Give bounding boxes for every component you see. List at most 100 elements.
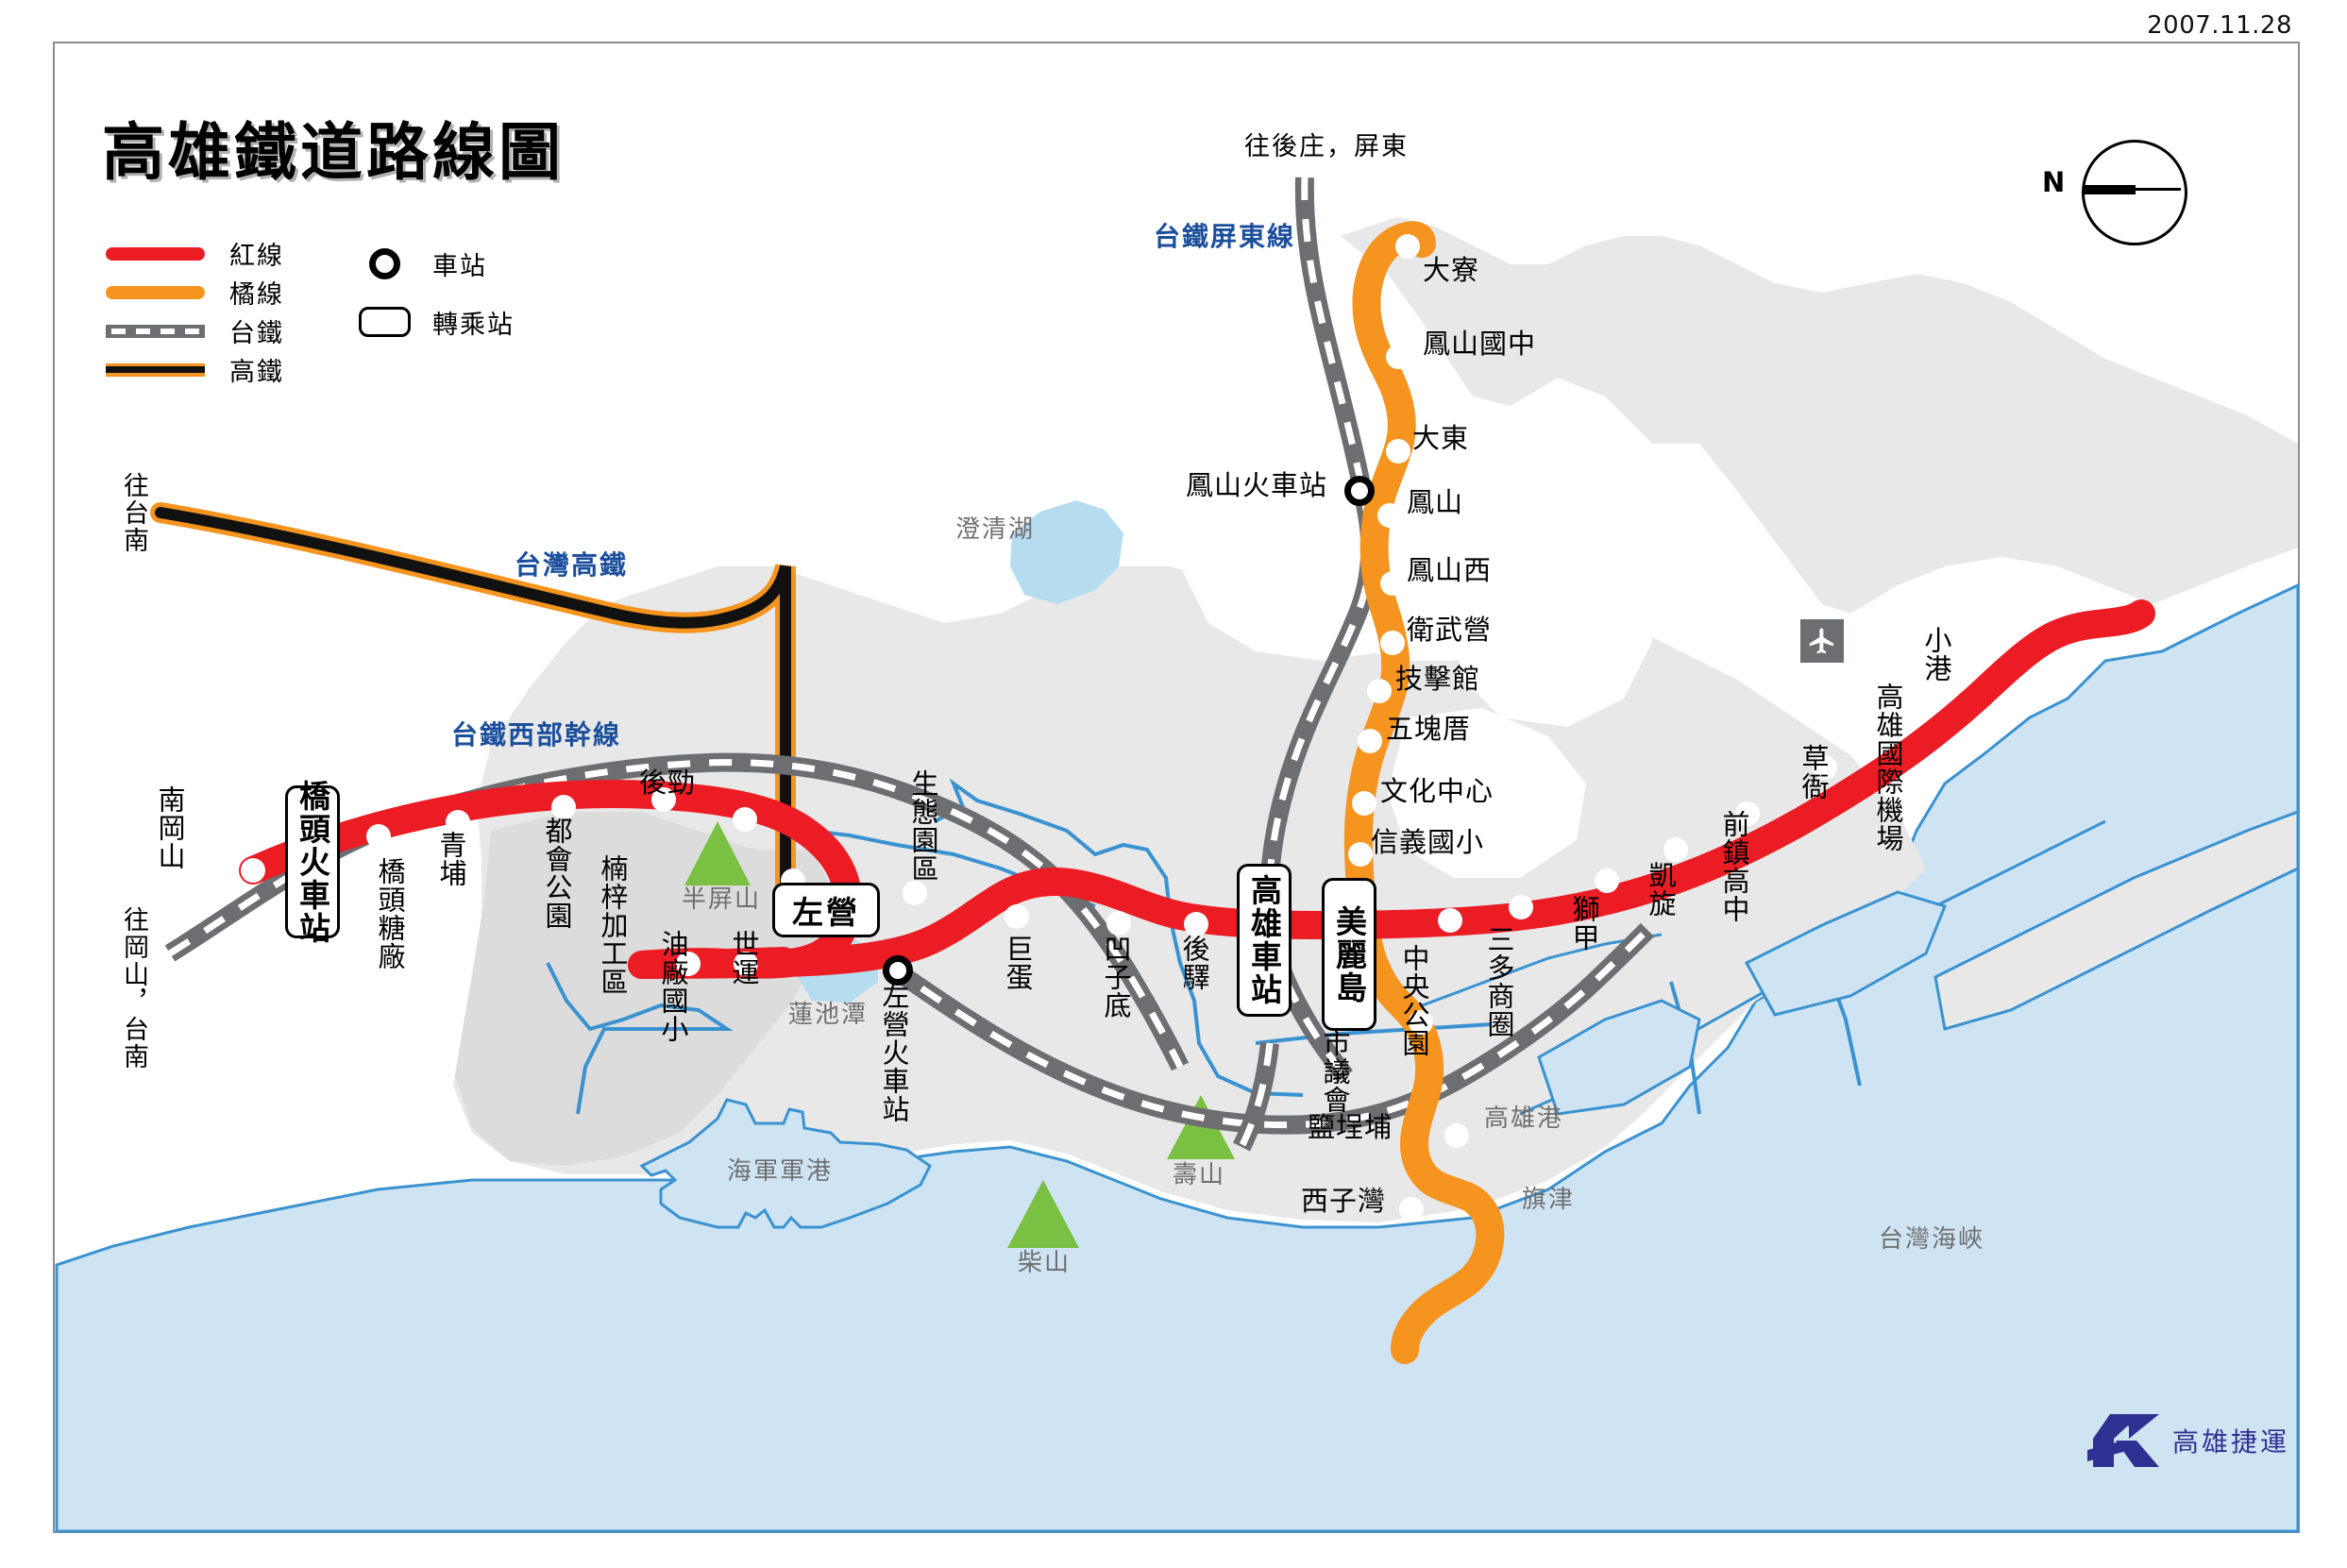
station-dot-nangangshan[interactable] xyxy=(241,858,265,883)
station-dot-ciaotou-sugar[interactable] xyxy=(446,810,470,835)
station-dot-siaogang[interactable] xyxy=(1935,609,1960,633)
station-dot-dadong[interactable] xyxy=(1386,439,1410,464)
station-dot-weiwuying[interactable] xyxy=(1380,631,1405,655)
station-dot-houyi[interactable] xyxy=(1184,912,1208,936)
rail-label-tra-west: 台鐵西部幹線 xyxy=(451,719,622,750)
station-label-weiwuying: 衛武營 xyxy=(1407,614,1493,646)
tra-station-dot-fongshan[interactable] xyxy=(1344,476,1375,506)
hsr-line-swatch xyxy=(106,362,205,377)
station-dot-metropolitan-park[interactable] xyxy=(651,787,676,812)
kmrt-logo: 高雄捷運 xyxy=(2082,1407,2289,1475)
station-dot-sizihwan[interactable] xyxy=(1399,1197,1424,1222)
station-dot-arena[interactable] xyxy=(1005,904,1029,929)
transfer-label-ciaotou-station: 橋頭火車站 xyxy=(294,779,331,945)
compass-rose xyxy=(2082,140,2187,245)
station-dot-city-council[interactable] xyxy=(1409,1010,1433,1035)
compass-north-label: N xyxy=(2042,166,2066,198)
geo-label-kaohsiung-port: 高雄港 xyxy=(1484,1104,1564,1133)
station-dot-cianjhen-senior-high[interactable] xyxy=(1735,801,1760,826)
legend-label-station: 車站 xyxy=(432,251,487,281)
station-dot-daliao[interactable] xyxy=(1395,234,1420,259)
station-dot-shihjia[interactable] xyxy=(1595,868,1619,893)
geo-label-chaishan: 柴山 xyxy=(1018,1249,1072,1277)
station-dot-ecological-district[interactable] xyxy=(903,881,927,905)
station-dot-ciaotou-station[interactable] xyxy=(366,824,391,849)
legend-row-hsr: 高鐵 xyxy=(106,350,284,389)
transfer-label-kaohsiung-station: 高雄車站 xyxy=(1245,874,1283,1006)
station-dot-aozihdi[interactable] xyxy=(1106,911,1131,936)
station-label-martial-arts-stadium: 技擊館 xyxy=(1395,663,1481,695)
station-label-caoya: 草衙 xyxy=(1798,744,1830,801)
station-label-kaohsiung-airport: 高雄國際機場 xyxy=(1872,683,1904,852)
transfer-label-zuoying: 左營 xyxy=(792,894,860,931)
station-dot-fongshan[interactable] xyxy=(1377,503,1402,528)
station-dot-kaohsiung-airport[interactable] xyxy=(1890,658,1915,683)
station-label-oil-refinery: 油廠國小 xyxy=(657,930,689,1043)
station-dot-martial-arts-stadium[interactable] xyxy=(1367,679,1392,703)
station-dot-central-park[interactable] xyxy=(1438,908,1462,933)
station-dot-cingpu[interactable] xyxy=(551,795,576,819)
kmrt-logo-mark xyxy=(2087,1414,2159,1467)
legend-lines: 紅線 橘線 台鐵 高鐵 xyxy=(106,234,284,389)
transfer-box-ciaotou-station[interactable]: 橋頭火車站 xyxy=(285,780,340,945)
legend-label-hsr: 高鐵 xyxy=(229,358,284,387)
station-dot-cultural-centre[interactable] xyxy=(1352,791,1376,816)
station-label-ecological-district: 生態園區 xyxy=(907,769,939,883)
map-date: 2007.11.28 xyxy=(2147,11,2292,40)
station-label-cianjhen-senior-high: 前鎮高中 xyxy=(1718,810,1750,923)
transfer-box-zuoying[interactable]: 左營 xyxy=(772,883,880,937)
station-label-fongshan-junior-high: 鳳山國中 xyxy=(1423,328,1537,360)
geo-label-chengcing-lake: 澄清湖 xyxy=(955,515,1036,544)
station-dot-kaisyuan[interactable] xyxy=(1663,837,1688,862)
station-label-nangangshan: 南岡山 xyxy=(154,785,186,870)
station-label-wukuaicuo: 五塊厝 xyxy=(1386,713,1472,745)
station-dot-caoya[interactable] xyxy=(1813,755,1837,780)
geo-label-navy-port: 海軍軍港 xyxy=(727,1157,834,1186)
station-label-kaisyuan: 凱旋 xyxy=(1645,861,1677,918)
station-label-daliao: 大寮 xyxy=(1423,254,1480,286)
station-label-houyi: 後驛 xyxy=(1178,935,1210,991)
station-label-fongshan: 鳳山 xyxy=(1407,486,1464,518)
station-label-cingpu: 青埔 xyxy=(435,831,467,887)
kmrt-logo-text: 高雄捷運 xyxy=(2172,1426,2290,1458)
geo-label-banping: 半屏山 xyxy=(682,885,762,914)
geo-label-lianchih: 蓮池潭 xyxy=(788,1001,869,1029)
station-label-world-games: 世運 xyxy=(728,930,760,986)
station-label-metropolitan-park: 都會公園 xyxy=(541,817,573,930)
tra-station-dot-zuoying[interactable] xyxy=(883,955,913,986)
station-dot-wukuaicuo[interactable] xyxy=(1358,729,1382,753)
station-label-fongshan-west: 鳳山西 xyxy=(1407,554,1493,586)
rail-label-thsr: 台灣高鐵 xyxy=(515,549,629,581)
transfer-box-formosa-boulevard[interactable]: 美麗島 xyxy=(1322,878,1376,1031)
station-label-sanduo: 三多商圈 xyxy=(1483,925,1515,1038)
station-label-aozihdi: 凹子底 xyxy=(1100,935,1132,1020)
station-label-dadong: 大東 xyxy=(1412,422,1470,454)
station-dot-oil-refinery[interactable] xyxy=(676,952,701,976)
geo-label-shoushan: 壽山 xyxy=(1173,1161,1226,1189)
station-dot-fongshan-junior-high[interactable] xyxy=(1386,345,1410,369)
station-label-cultural-centre: 文化中心 xyxy=(1380,775,1494,807)
direction-label-tainan: 往台南 xyxy=(119,472,148,554)
station-dot-sinyi-elementary[interactable] xyxy=(1348,842,1373,867)
station-dot-world-games[interactable] xyxy=(734,952,758,976)
station-label-ciaotou-sugar: 橋頭糖廠 xyxy=(374,857,406,970)
station-dot-icon xyxy=(349,247,419,279)
tra-station-label-fongshan: 鳳山火車站 xyxy=(1186,469,1328,501)
station-dot-sanduo[interactable] xyxy=(1509,895,1533,919)
orange-line-swatch xyxy=(106,285,205,299)
legend-label-red: 紅線 xyxy=(229,242,284,271)
station-dot-houjing[interactable] xyxy=(733,807,757,832)
tra-station-label-zuoying: 左營火車站 xyxy=(878,982,910,1123)
legend-row-transfer: 轉乘站 xyxy=(349,293,515,351)
transfer-box-kaohsiung-station[interactable]: 高雄車站 xyxy=(1237,864,1292,1017)
legend-row-orange: 橘線 xyxy=(106,273,284,312)
legend-label-orange: 橘線 xyxy=(229,280,284,310)
station-dot-fongshan-west[interactable] xyxy=(1380,571,1405,596)
station-label-sinyi-elementary: 信義國小 xyxy=(1371,826,1485,858)
station-dot-yanchengpu[interactable] xyxy=(1444,1123,1469,1148)
station-label-central-park: 中央公園 xyxy=(1398,944,1430,1057)
legend-row-red: 紅線 xyxy=(106,234,284,273)
station-label-houjing: 後勁 xyxy=(639,767,697,799)
page-title: 高雄鐵道路線圖 xyxy=(102,116,565,189)
legend-symbols: 車站 轉乘站 xyxy=(349,234,515,351)
